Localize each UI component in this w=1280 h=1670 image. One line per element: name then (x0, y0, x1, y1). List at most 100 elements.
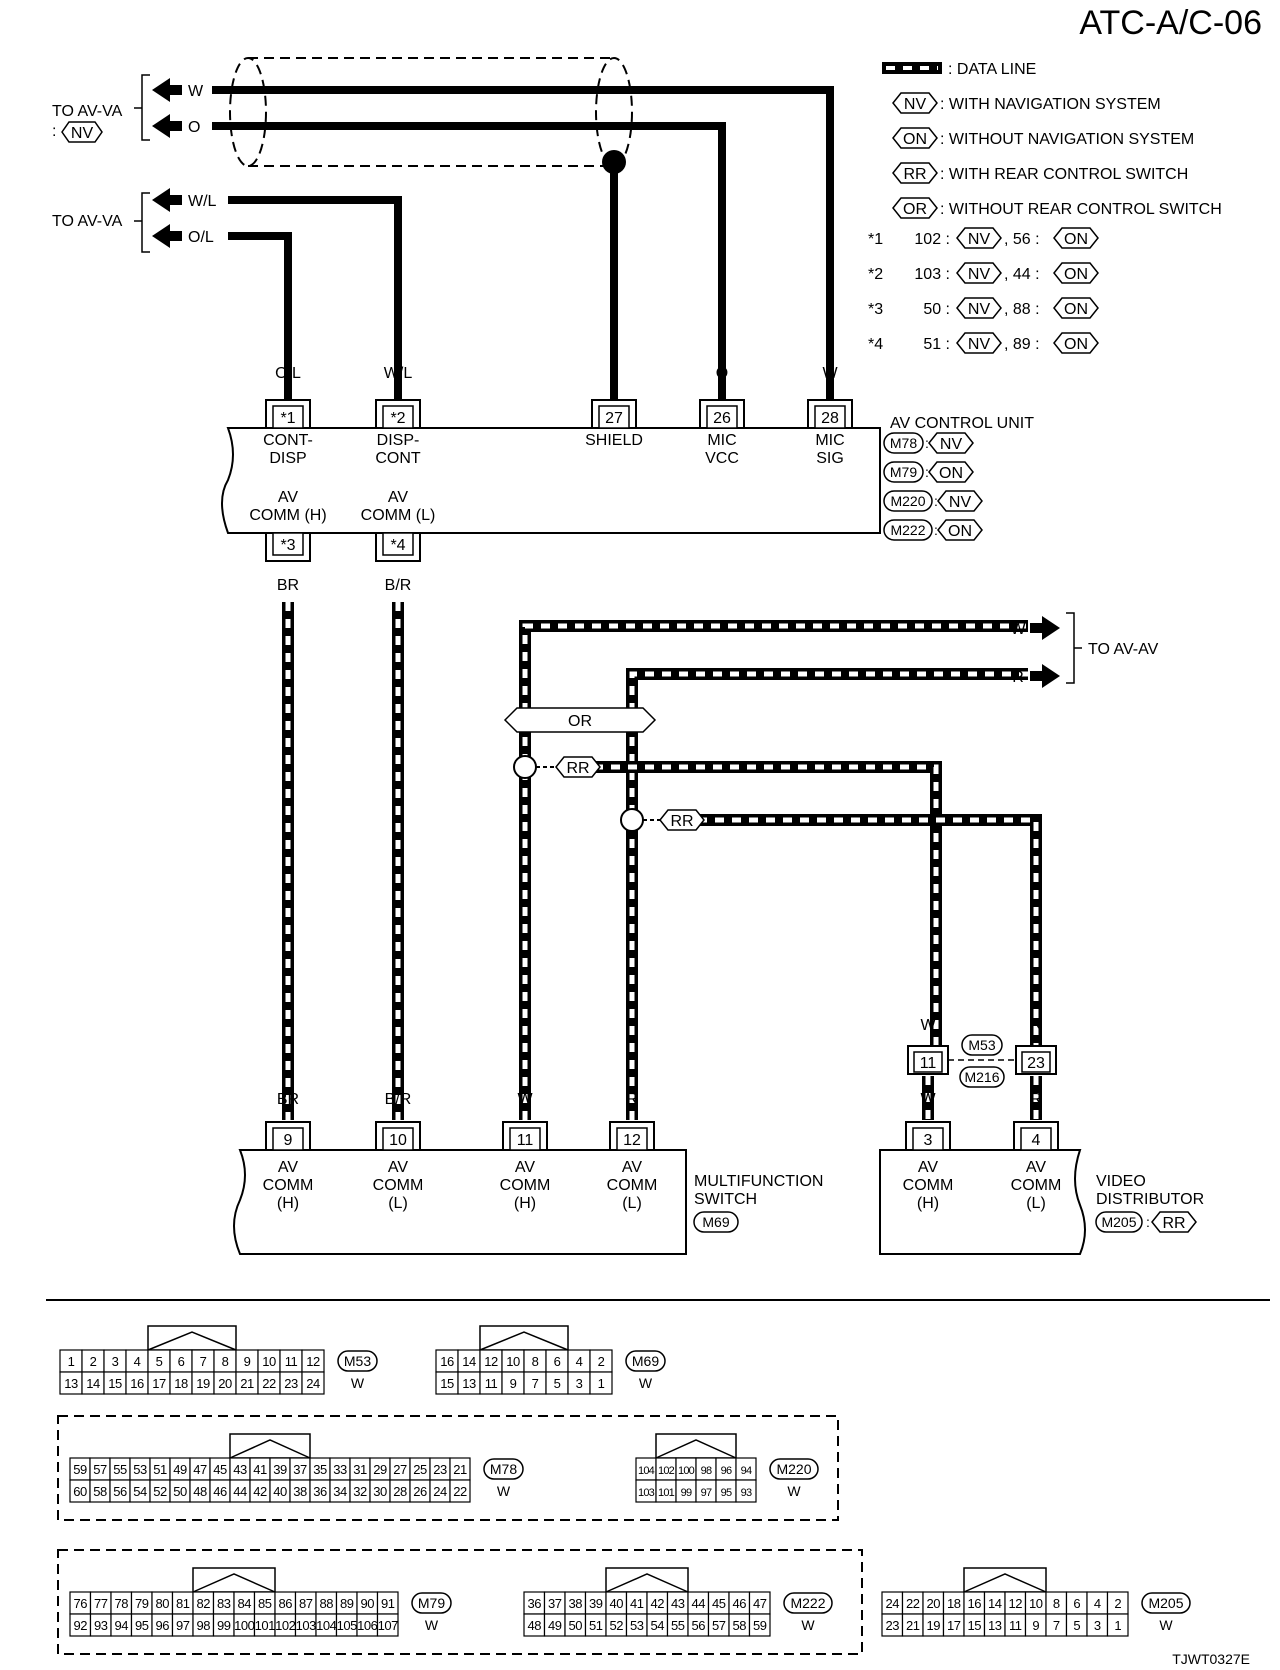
svg-text:*4: *4 (868, 336, 883, 353)
video-distributor-name: VIDEO (1096, 1173, 1146, 1190)
svg-text:4: 4 (576, 1354, 583, 1369)
svg-text:12: 12 (1009, 1596, 1023, 1611)
pin-function-label: DISP- (377, 432, 420, 449)
svg-text:NV: NV (904, 96, 927, 113)
legend-rr-text: : WITH REAR CONTROL SWITCH (940, 166, 1188, 183)
svg-text:*3: *3 (868, 301, 883, 318)
pin-function-label: AV (1026, 1159, 1046, 1176)
multifunction-switch (233, 1149, 687, 1255)
pin-function-label: SHIELD (585, 432, 643, 449)
svg-text:1: 1 (598, 1376, 605, 1391)
svg-text:98: 98 (197, 1618, 211, 1633)
svg-text:RR: RR (566, 760, 589, 777)
svg-text:17: 17 (947, 1618, 961, 1633)
svg-text:34: 34 (333, 1484, 347, 1499)
pin-function-label: (H) (917, 1195, 939, 1212)
legend-rr-tag: RR (892, 162, 938, 184)
legend-on-tag: ON (892, 127, 938, 149)
pin-terminal: *2 (375, 399, 421, 429)
condition-tag: NV (937, 490, 983, 512)
wire-color-label: O/L (275, 365, 301, 382)
arrow-right-icon (1030, 616, 1060, 640)
nv-tag: NV (956, 297, 1002, 319)
svg-text:8: 8 (532, 1354, 539, 1369)
svg-text:23: 23 (433, 1462, 447, 1477)
svg-text:ON: ON (1064, 336, 1088, 353)
svg-text:103: 103 (296, 1618, 316, 1633)
connector-id: M53 (337, 1350, 378, 1372)
pin-function-label: AV (278, 1159, 298, 1176)
svg-text:M220: M220 (890, 493, 925, 509)
connector-id: M69 (625, 1350, 666, 1372)
av-control-unit-connector-id: M220 (883, 490, 933, 512)
svg-text:RR: RR (670, 813, 693, 830)
svg-text:RR: RR (903, 166, 926, 183)
svg-text:10: 10 (389, 1132, 407, 1149)
svg-text:54: 54 (651, 1618, 665, 1633)
svg-text:101: 101 (658, 1487, 675, 1499)
svg-text:59: 59 (73, 1462, 87, 1477)
svg-text:6: 6 (554, 1354, 561, 1369)
svg-text:50: 50 (569, 1618, 583, 1633)
to-av-va-group-2: TO AV-VA (52, 192, 150, 253)
svg-text:4: 4 (1032, 1132, 1041, 1149)
svg-text:7: 7 (1053, 1618, 1060, 1633)
svg-text:5: 5 (554, 1376, 561, 1391)
condition-tag: ON (928, 461, 974, 483)
svg-text:M222: M222 (790, 1595, 825, 1611)
pin-function-label: (H) (514, 1195, 536, 1212)
svg-text:43: 43 (671, 1596, 685, 1611)
brace-2 (134, 192, 150, 253)
svg-text:M53: M53 (968, 1037, 995, 1053)
wire-label-ol-top: O/L (188, 229, 214, 246)
svg-text:97: 97 (176, 1618, 190, 1633)
pin-terminal: *3 (265, 532, 311, 562)
svg-text:11: 11 (920, 1055, 937, 1072)
svg-text:94: 94 (741, 1465, 752, 1477)
svg-text:100: 100 (234, 1618, 254, 1633)
svg-text:56: 56 (113, 1484, 127, 1499)
svg-text:92: 92 (74, 1618, 88, 1633)
wire-color-label: W/L (384, 365, 413, 382)
svg-text:NV: NV (940, 436, 963, 453)
svg-text:OR: OR (568, 713, 592, 730)
svg-text:37: 37 (548, 1596, 562, 1611)
svg-text:51 :: 51 : (923, 336, 950, 353)
svg-text:84: 84 (238, 1596, 252, 1611)
svg-text:15: 15 (440, 1376, 454, 1391)
svg-text:99: 99 (217, 1618, 231, 1633)
data-line (519, 620, 1028, 1120)
video-distributor-name-2: DISTRIBUTOR (1096, 1191, 1204, 1208)
pin-function-label: COMM (263, 1177, 314, 1194)
svg-text:19: 19 (927, 1618, 941, 1633)
svg-text:ON: ON (939, 465, 963, 482)
svg-text:49: 49 (173, 1462, 187, 1477)
svg-text:M222: M222 (890, 522, 925, 538)
svg-text:59: 59 (753, 1618, 767, 1633)
svg-text:18: 18 (947, 1596, 961, 1611)
svg-text:15: 15 (968, 1618, 982, 1633)
svg-text:NV: NV (968, 266, 991, 283)
svg-text:105: 105 (337, 1618, 357, 1633)
svg-text:8: 8 (1053, 1596, 1060, 1611)
wire-color-label: O (716, 365, 728, 382)
av-control-unit-connector-id: M78 (883, 432, 924, 454)
wire-color-label: BR (277, 1091, 299, 1108)
svg-text:2: 2 (598, 1354, 605, 1369)
rr-branch-splice-2: RR (620, 808, 705, 832)
svg-text:13: 13 (462, 1376, 476, 1391)
svg-text:78: 78 (115, 1596, 129, 1611)
wire-color-label: R (626, 1091, 638, 1108)
svg-text:30: 30 (373, 1484, 387, 1499)
multifunction-switch-name: MULTIFUNCTION (694, 1173, 823, 1190)
svg-text:24: 24 (886, 1596, 900, 1611)
wire-label-w-top: W (188, 83, 204, 100)
svg-text:101: 101 (255, 1618, 275, 1633)
svg-text:90: 90 (361, 1596, 375, 1611)
pin-function-label: AV (388, 489, 408, 506)
svg-text:*2: *2 (390, 410, 405, 427)
svg-text:22: 22 (906, 1596, 920, 1611)
